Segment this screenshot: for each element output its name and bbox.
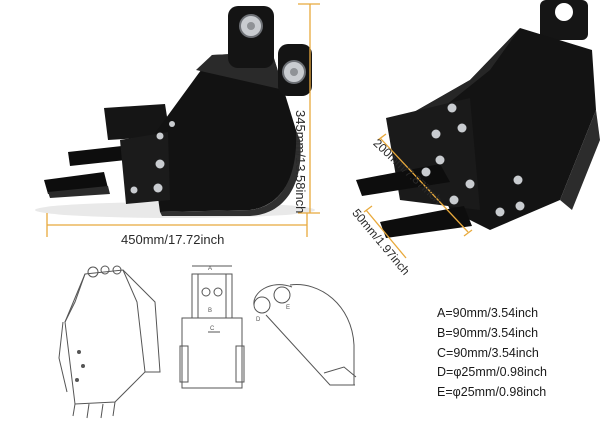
svg-text:D: D — [256, 317, 261, 323]
bucket-line-drawing-iso — [58, 265, 161, 419]
spec-c: C=90mm/3.54inch — [437, 345, 539, 360]
svg-text:E: E — [286, 305, 290, 311]
width-dimension-label: 450mm/17.72inch — [121, 232, 225, 247]
bucket-line-drawing-front: A B C — [179, 265, 245, 389]
spec-b: B=90mm/3.54inch — [437, 325, 539, 340]
height-dimension-label: 345mm/13.58inch — [293, 110, 308, 214]
bucket-side-photo — [35, 3, 320, 237]
bucket-angle-photo — [356, 0, 600, 259]
spec-a: A=90mm/3.54inch — [437, 306, 539, 320]
bucket-line-drawing-side: DE — [253, 284, 357, 386]
svg-text:C: C — [210, 326, 215, 332]
svg-text:A: A — [208, 266, 212, 272]
spec-list: A=90mm/3.54inch B=90mm/3.54inch C=90mm/3… — [437, 304, 547, 403]
spec-d: D=φ25mm/0.98inch — [437, 365, 547, 380]
svg-text:B: B — [208, 308, 212, 314]
spec-e: E=φ25mm/0.98inch — [437, 385, 547, 400]
